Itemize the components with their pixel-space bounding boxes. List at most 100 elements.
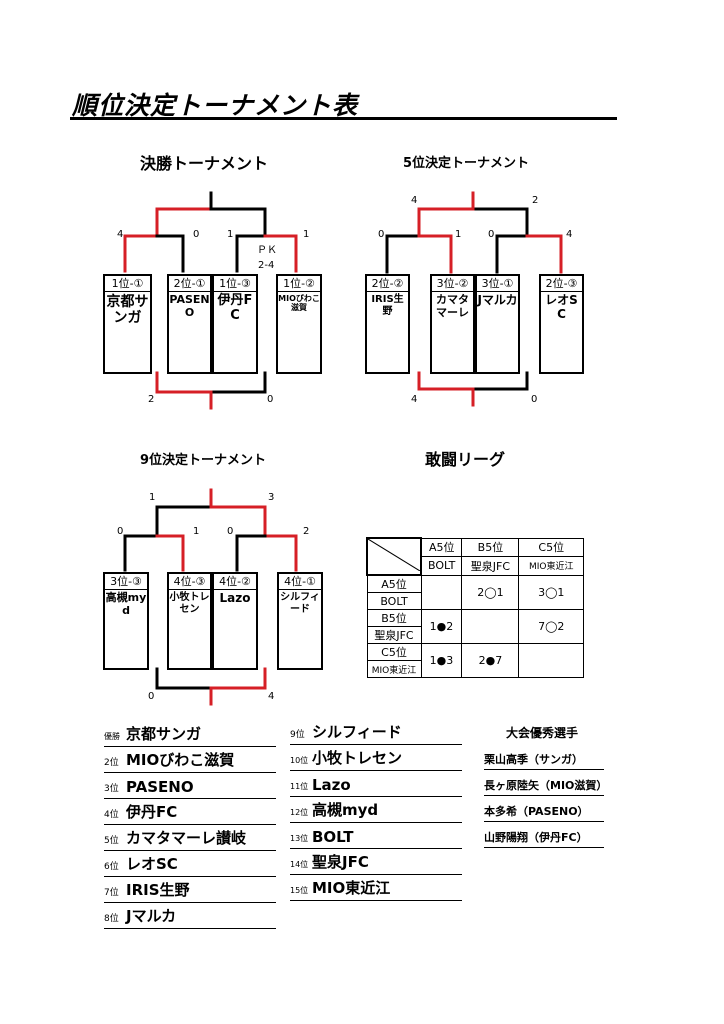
final-tournament-title: 決勝トーナメント: [140, 154, 269, 173]
team-name: シルフィード: [280, 592, 320, 615]
league-row-team: MIO東近江: [366, 660, 422, 678]
ninth-score-top-4: 2: [303, 526, 309, 537]
league-title: 敢闘リーグ: [425, 450, 506, 469]
fifth-tournament-title: 5位決定トーナメント: [403, 156, 530, 171]
league-cell-diagonal: [518, 643, 584, 678]
team-seed: 3位-①: [477, 276, 518, 292]
team-name: 伊丹FC: [217, 293, 253, 323]
final-line-3: [209, 207, 267, 273]
team-seed: 2位-③: [541, 276, 582, 292]
league-cell-diagonal: [461, 609, 520, 644]
team-name: 小牧トレセン: [169, 592, 210, 615]
fifth-score-top-1: 0: [378, 229, 384, 240]
ranking-team: Lazo: [312, 776, 351, 794]
ranking-label: 9位: [290, 730, 305, 740]
league-row-rank: B5位: [366, 609, 422, 627]
league-cell-diagonal: [420, 574, 463, 610]
team-name: PASENO: [169, 293, 210, 319]
final-score-top-3: 1: [227, 229, 233, 240]
final-score-bottom-2: 0: [267, 394, 273, 405]
team-seed: 4位-①: [279, 574, 321, 590]
league-col-team: 聖泉JFC: [461, 556, 520, 576]
team-name: カマタマーレ: [436, 293, 469, 319]
league-row-team: BOLT: [366, 592, 422, 610]
ninth-line-2: [155, 534, 185, 572]
ranking-row: 9位シルフィード: [290, 718, 462, 745]
team-seed: 1位-③: [214, 276, 256, 292]
fifth-line-1: [385, 234, 421, 274]
fifth-line-2: [417, 234, 453, 274]
fifth-score-top-2: 1: [455, 229, 461, 240]
league-col-rank: C5位: [518, 537, 584, 557]
league-cell: 3◯1: [518, 574, 584, 610]
final-score-bottom-1: 2: [148, 394, 154, 405]
ranking-label: 3位: [104, 784, 119, 794]
team-seed: 4位-②: [214, 574, 256, 590]
final-score-top-2: 0: [193, 229, 199, 240]
final-team-box: 1位-② MIOびわこ滋賀: [276, 274, 322, 374]
ninth-line-6: [155, 667, 213, 690]
league-row-rank: A5位: [366, 574, 422, 593]
ranking-team: 伊丹FC: [126, 803, 178, 821]
team-name: Lazo: [219, 591, 251, 605]
league-col-team: MIO東近江: [518, 556, 584, 576]
ranking-row: 優勝京都サンガ: [104, 720, 276, 747]
ninth-score-top-3: 0: [227, 526, 233, 537]
ninth-score-top-1: 0: [117, 526, 123, 537]
ranking-label: 13位: [290, 834, 309, 843]
mvp-player: 山野陽翔（伊丹FC）: [484, 824, 604, 848]
title-underline: [70, 117, 617, 120]
final-line-4: [263, 234, 298, 273]
team-seed: 3位-③: [105, 574, 147, 590]
ranking-label: 10位: [290, 756, 309, 765]
fifth-score-final-1: 4: [411, 195, 417, 206]
final-team-box: 1位-③ 伊丹FC: [212, 274, 258, 374]
diagonal-line: [367, 538, 421, 572]
league-row-rank: C5位: [366, 643, 422, 661]
mvp-title: 大会優秀選手: [505, 726, 578, 740]
ranking-row: 4位伊丹FC: [104, 798, 276, 825]
ranking-team: Jマルカ: [126, 907, 177, 925]
team-name: Jマルカ: [477, 293, 518, 307]
league-row-team: 聖泉JFC: [366, 626, 422, 644]
ranking-label: 6位: [104, 862, 119, 872]
league-col-rank: B5位: [461, 537, 520, 557]
team-name: IRIS生野: [371, 294, 404, 317]
ranking-label: 7位: [104, 888, 119, 898]
team-name: 京都サンガ: [106, 294, 149, 327]
ranking-team: BOLT: [312, 828, 354, 846]
fifth-line-3: [417, 207, 475, 238]
ranking-label: 優勝: [104, 732, 120, 741]
team-seed: 3位-②: [432, 276, 473, 292]
fifth-team-box: 2位-② IRIS生野: [365, 274, 410, 374]
ranking-team: カマタマーレ讃岐: [126, 829, 247, 847]
ranking-team: レオSC: [126, 855, 178, 873]
ranking-label: 8位: [104, 914, 119, 924]
ninth-score-top-2: 1: [193, 526, 199, 537]
ranking-team: MIO東近江: [312, 879, 391, 897]
final-line-6: [155, 371, 213, 394]
ranking-row: 8位 Jマルカ: [104, 902, 276, 929]
ninth-team-box: 4位-③ 小牧トレセン: [167, 572, 212, 670]
ranking-team: 小牧トレセン: [312, 749, 403, 767]
league-cell: 7◯2: [518, 609, 584, 644]
ninth-line-7: [209, 667, 267, 690]
ranking-label: 14位: [290, 860, 309, 869]
ranking-label: 5位: [104, 836, 119, 846]
ranking-row: 12位高槻myd: [290, 796, 462, 823]
fifth-score-bottom-2: 0: [531, 394, 537, 405]
final-pk-score: 2-4: [258, 260, 274, 271]
ranking-label: 11位: [290, 782, 309, 791]
league-table: A5位 B5位 C5位 BOLT 聖泉JFC MIO東近江 A5位 2◯1 3◯…: [366, 537, 584, 678]
league-cell: 2◯1: [461, 574, 520, 610]
ranking-team: 聖泉JFC: [312, 853, 369, 871]
league-corner-cell: [366, 537, 422, 576]
final-line-2: [155, 234, 185, 273]
ranking-row: 10位小牧トレセン: [290, 744, 462, 771]
